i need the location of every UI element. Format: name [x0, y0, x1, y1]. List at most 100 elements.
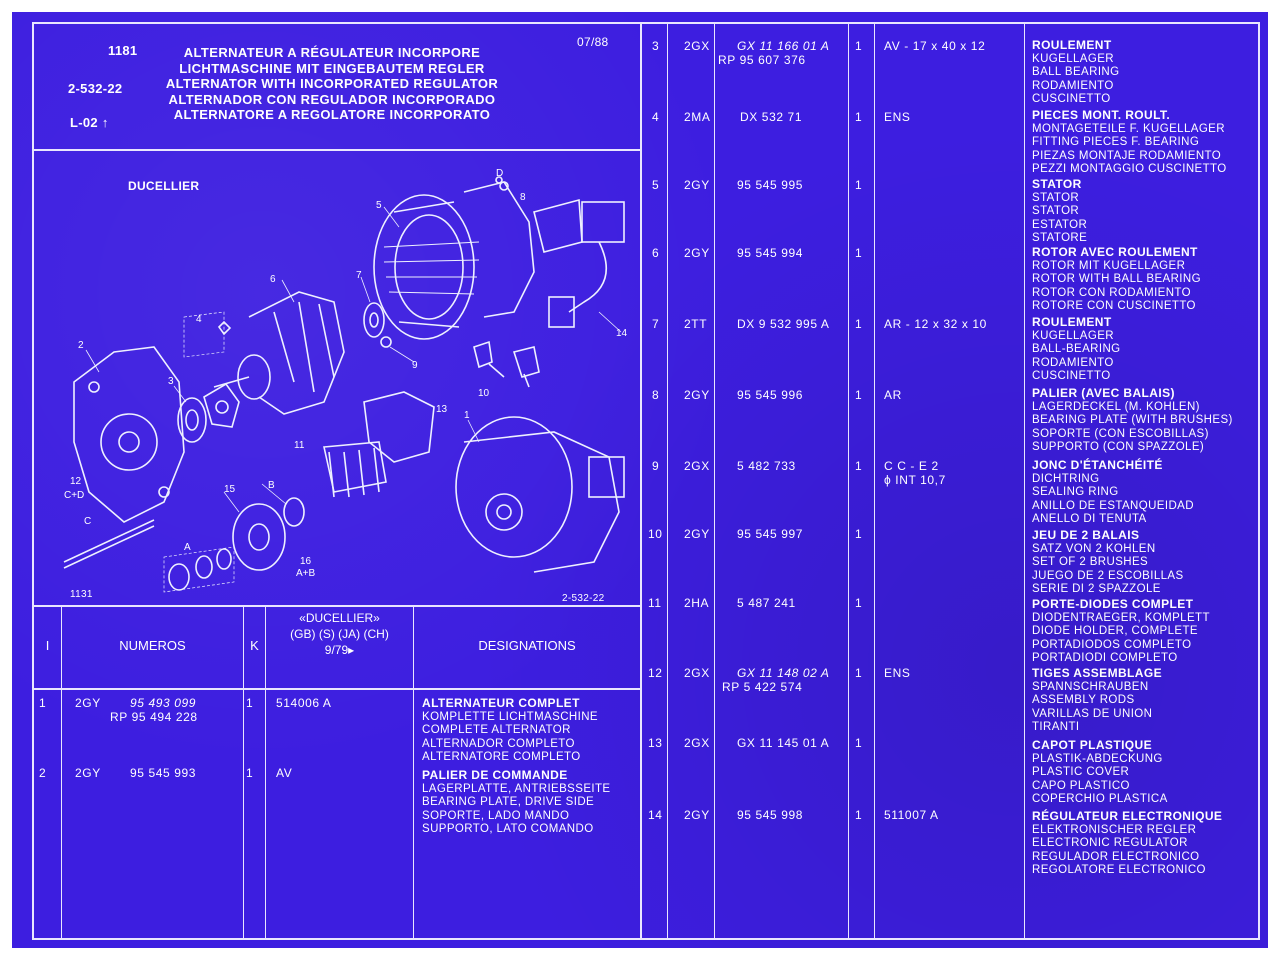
frame-top [32, 22, 1260, 24]
row-code: 2GX [684, 736, 710, 750]
callout-14: 14 [616, 328, 628, 339]
row-designation: CAPOT PLASTIQUE PLASTIK-ABDECKUNG PLASTI… [1032, 738, 1168, 806]
row-number: 95 545 993 [130, 766, 197, 780]
title-en: ALTERNATOR WITH INCORPORATED REGULATOR [165, 76, 499, 91]
ducellier-line-1: «DUCELLIER» [299, 611, 380, 625]
row-k: 1 [855, 39, 863, 53]
title-es: ALTERNADOR CON REGULADOR INCORPORADO [168, 91, 496, 107]
callout-12: 12 [70, 476, 82, 487]
callout-7: 7 [356, 270, 362, 281]
row-designation: STATOR STATOR STATOR ESTATOR STATORE [1032, 177, 1088, 245]
right-col-line-1 [667, 22, 668, 940]
col-designations-header: DESIGNATIONS [478, 638, 576, 653]
row-ref: ENS [884, 110, 911, 124]
row-ref: AV [276, 766, 293, 780]
callout-6: 6 [270, 274, 276, 285]
row-code: 2MA [684, 110, 711, 124]
callout-1: 1 [464, 410, 470, 421]
callout-13: 13 [436, 404, 448, 415]
row-code: 2GX [684, 666, 710, 680]
row-number: 95 545 997 [737, 527, 804, 541]
row-ref: 511007 A [884, 808, 939, 822]
row-number: 5 487 241 [737, 596, 796, 610]
frame-right [1258, 22, 1260, 940]
row-number: GX 11 145 01 A [737, 736, 830, 750]
table-header-divider [32, 688, 642, 690]
title-de: LICHTMASCHINE MIT EINGEBAUTEM REGLER [179, 60, 485, 76]
diagram-divider [32, 605, 642, 607]
row-designation: ROULEMENT KUGELLAGER BALL BEARING RODAMI… [1032, 38, 1120, 106]
right-col-line-4 [874, 22, 875, 940]
callout-2: 2 [78, 340, 84, 351]
callout-11: 11 [294, 440, 305, 451]
diagram-ref-right: 2-532-22 [562, 593, 605, 604]
row-k: 1 [246, 766, 254, 780]
row-number: 95 493 099 [130, 696, 197, 710]
row-designation: PALIER (AVEC BALAIS) LAGERDECKEL (M. KOH… [1032, 386, 1233, 454]
title-block: ALTERNATEUR A RÉGULATEUR INCORPORE LICHT… [152, 45, 512, 123]
callout-16: 16 [300, 556, 312, 567]
row-designation: JEU DE 2 BALAIS SATZ VON 2 KOHLEN SET OF… [1032, 528, 1184, 596]
callout-8: 8 [520, 192, 526, 203]
col-k-header: K [250, 638, 259, 653]
row-k: 1 [855, 317, 863, 331]
sheet-number: 1181 [108, 43, 138, 58]
callout-c: C [84, 516, 91, 527]
row-k: 1 [855, 178, 863, 192]
row-index: 5 [652, 178, 660, 192]
col-numeros-header: NUMEROS [119, 638, 186, 653]
row-designation: JONC D'ÉTANCHÉITÉ DICHTRING SEALING RING… [1032, 458, 1194, 526]
row-k: 1 [855, 110, 863, 124]
row-ref: AV - 17 x 40 x 12 [884, 39, 986, 53]
frame-bottom [32, 938, 1260, 940]
row-number: 95 545 996 [737, 388, 804, 402]
row-number: 95 545 994 [737, 246, 804, 260]
row-index: 10 [648, 527, 663, 541]
callout-c-d: C+D [64, 490, 84, 501]
row-k: 1 [246, 696, 254, 710]
callout-4: 4 [196, 314, 202, 325]
row-designation: ROULEMENT KUGELLAGER BALL-BEARING RODAMI… [1032, 315, 1121, 383]
frame-left [32, 22, 34, 940]
row-index: 1 [39, 696, 47, 710]
callout-5: 5 [376, 200, 382, 211]
row-index: 8 [652, 388, 660, 402]
row-index: 9 [652, 459, 660, 473]
title-fr: ALTERNATEUR A RÉGULATEUR INCORPORE [183, 45, 481, 60]
row-number: 95 545 998 [737, 808, 804, 822]
diagram-ref-left: 1131 [70, 589, 93, 600]
row-code: 2GX [684, 459, 710, 473]
row-ref: AR - 12 x 32 x 10 [884, 317, 987, 331]
left-panel-right-border [640, 22, 642, 940]
row-code: 2GY [684, 388, 710, 402]
row-designation: PALIER DE COMMANDE LAGERPLATTE, ANTRIEBS… [422, 768, 611, 836]
left-col-line-4 [413, 605, 414, 940]
callout-9: 9 [412, 360, 418, 371]
col-ducellier-header: «DUCELLIER» (GB) (S) (JA) (CH) 9/79▸ [266, 610, 413, 658]
row-k: 1 [855, 527, 863, 541]
row-number: 95 545 995 [737, 178, 804, 192]
row-index: 7 [652, 317, 660, 331]
row-code: 2GX [684, 39, 710, 53]
row-index: 4 [652, 110, 660, 124]
row-number: GX 11 148 02 A [737, 666, 830, 680]
row-number: GX 11 166 01 A [737, 39, 830, 53]
parts-sheet: 1181 07/88 2-532-22 L-02 ↑ ALTERNATEUR A… [12, 12, 1268, 948]
row-designation: ALTERNATEUR COMPLET KOMPLETTE LICHTMASCH… [422, 696, 598, 764]
left-col-line-2 [243, 605, 244, 940]
left-col-line-3 [265, 605, 266, 940]
row-index: 2 [39, 766, 47, 780]
row-code: 2GY [75, 696, 101, 710]
row-designation: ROTOR AVEC ROULEMENT ROTOR MIT KUGELLAGE… [1032, 245, 1201, 313]
row-k: 1 [855, 246, 863, 260]
row-ref: AR [884, 388, 902, 402]
row-k: 1 [855, 666, 863, 680]
row-k: 1 [855, 596, 863, 610]
row-k: 1 [855, 736, 863, 750]
row-k: 1 [855, 808, 863, 822]
row-ref: C C - E 2 [884, 459, 939, 473]
row-code: 2TT [684, 317, 708, 331]
row-replacement-number: RP 95 494 228 [110, 710, 198, 724]
right-col-line-5 [1024, 22, 1025, 940]
callout-b: B [268, 480, 275, 491]
